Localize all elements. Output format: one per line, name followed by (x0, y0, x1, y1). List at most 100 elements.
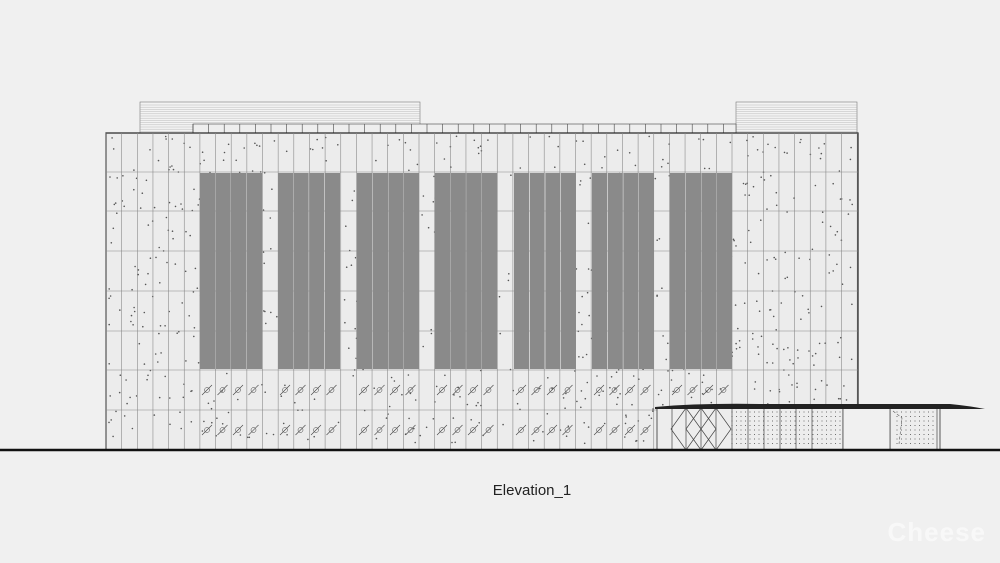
perforation-dot (817, 438, 818, 440)
stone-speckle (133, 306, 135, 309)
perforation-dot (830, 443, 832, 444)
stone-speckle (409, 392, 412, 395)
glass-mark (593, 424, 605, 436)
stone-speckle (185, 360, 187, 362)
stone-speckle (650, 417, 653, 420)
perforation-dot (905, 420, 907, 422)
glass-mark (297, 427, 304, 433)
stone-speckle (171, 138, 174, 140)
stone-speckle (189, 234, 191, 237)
stone-speckle (796, 386, 798, 388)
perforation-dot (745, 438, 746, 440)
stone-speckle (133, 188, 135, 191)
stone-speckle (818, 342, 821, 345)
stone-speckle (735, 245, 737, 247)
perforation-dot (910, 411, 911, 413)
perforation-dot (932, 438, 934, 440)
perforation-dot (799, 429, 800, 431)
stone-speckle (832, 182, 834, 185)
stone-speckle (596, 375, 598, 377)
glass-mark (282, 387, 288, 393)
stone-speckle (783, 151, 786, 154)
stone-speckle (799, 141, 801, 144)
glass-mark (518, 427, 524, 433)
stone-speckle (628, 152, 631, 154)
stone-speckle (834, 234, 837, 236)
stone-speckle (660, 389, 663, 392)
stone-speckle (565, 392, 567, 395)
stone-speckle (729, 141, 732, 144)
stone-speckle (808, 350, 810, 352)
glass-mark (470, 427, 476, 433)
perforation-dot (905, 438, 907, 440)
perforation-dot (736, 425, 737, 426)
stone-speckle (404, 141, 407, 144)
stone-speckle (710, 401, 713, 404)
stone-speckle (226, 372, 228, 375)
stone-speckle (587, 268, 590, 270)
glass-mark (389, 384, 401, 396)
perforation-dot (799, 438, 800, 440)
perforation-dot (785, 416, 787, 417)
perforation-dot (932, 425, 934, 426)
perforation-dot (919, 429, 920, 431)
stone-speckle (172, 237, 174, 240)
stone-speckle (578, 356, 580, 358)
stone-speckle (110, 242, 113, 244)
perforation-dot (794, 411, 796, 413)
stone-speckle (702, 374, 705, 377)
stone-speckle (487, 139, 489, 141)
stone-speckle (837, 397, 840, 400)
perforation-dot (830, 420, 832, 422)
stone-speckle (350, 264, 353, 267)
perforation-dot (905, 416, 907, 417)
stone-speckle (634, 164, 637, 167)
stone-speckle (542, 431, 544, 433)
stone-speckle (769, 390, 772, 392)
stone-speckle (210, 407, 213, 410)
perforation-dot (839, 438, 841, 440)
stone-speckle (211, 421, 213, 424)
stone-speckle (184, 270, 187, 273)
stone-speckle (160, 352, 162, 354)
perforation-dot (772, 434, 773, 435)
stone-speckle (708, 167, 711, 170)
perforation-dot (740, 429, 742, 431)
stone-speckle (159, 325, 162, 327)
perforation-dot (910, 438, 911, 440)
glass-mark (627, 427, 633, 433)
stone-speckle (337, 144, 339, 146)
stone-speckle (478, 422, 481, 424)
perforation-dot (767, 429, 769, 431)
glass-mark (436, 424, 448, 436)
stone-speckle (845, 399, 848, 401)
stone-speckle (216, 417, 218, 420)
perforation-dot (896, 429, 898, 431)
stone-speckle (772, 343, 774, 346)
glass-mark (671, 384, 683, 396)
stone-speckle (430, 332, 433, 335)
perforation-dot (896, 416, 898, 417)
stone-speckle (193, 335, 195, 338)
stone-speckle (375, 437, 378, 440)
perforation-dot (812, 420, 814, 422)
stone-speckle (688, 372, 690, 375)
perforation-dot (758, 443, 760, 444)
stone-speckle (477, 401, 479, 404)
stone-speckle (270, 248, 272, 250)
perforation-dot (754, 443, 755, 444)
stone-speckle (190, 421, 193, 423)
stone-speckle (222, 159, 225, 161)
glass-mark (624, 424, 636, 436)
stone-speckle (839, 198, 842, 200)
stone-speckle (631, 403, 633, 406)
perforation-dot (754, 411, 755, 413)
stone-speckle (213, 400, 215, 402)
stone-speckle (828, 254, 831, 256)
perforation-dot (785, 429, 787, 431)
stone-speckle (760, 335, 763, 338)
stone-speckle (258, 145, 261, 147)
stone-speckle (820, 152, 823, 155)
stone-speckle (519, 167, 522, 169)
stone-speckle (251, 170, 254, 172)
